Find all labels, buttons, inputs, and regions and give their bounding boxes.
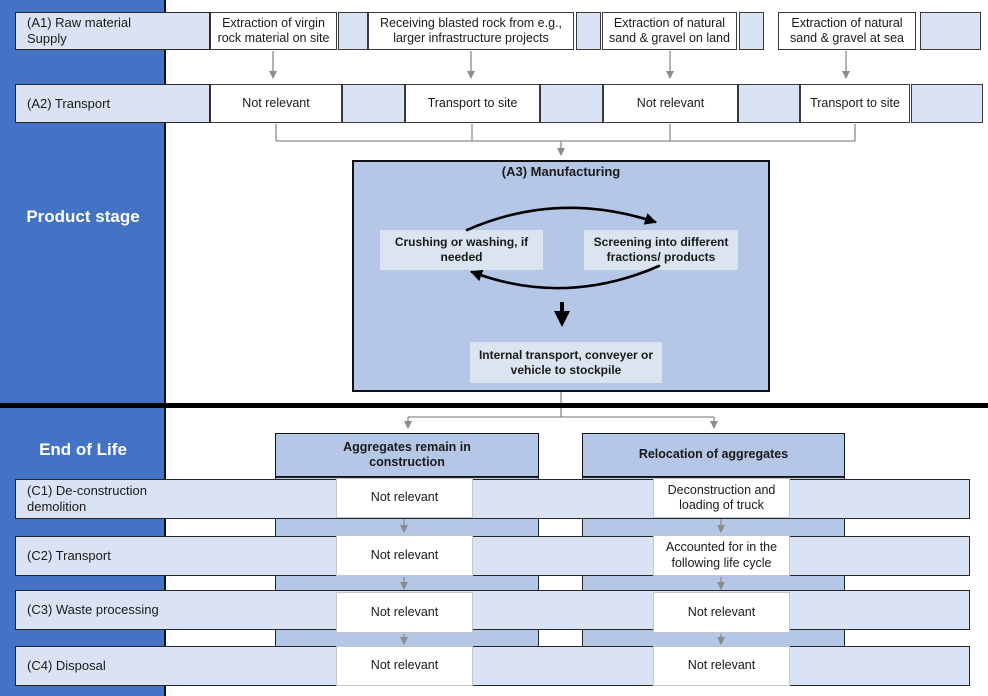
a2-label-box: (A2) Transport [15,84,210,123]
a1-cell: Extraction of natural sand & gravel on l… [602,12,737,50]
c1-right-cell: Deconstruction and loading of truck [653,478,790,518]
a2-cell: Transport to site [800,84,910,123]
a3-step-crushing: Crushing or washing, if needed [380,230,543,270]
a1-label-box: (A1) Raw material Supply [15,12,210,50]
a2-spacer [911,84,983,123]
section-divider [0,403,988,408]
a2-cell: Transport to site [405,84,540,123]
a1-cell: Receiving blasted rock from e.g., larger… [368,12,574,50]
a2-spacer [342,84,405,123]
a2-cell: Not relevant [210,84,342,123]
a2-cell: Not relevant [603,84,738,123]
a1-spacer [739,12,764,50]
c3-right-cell: Not relevant [653,592,790,633]
end-of-life-label: End of Life [39,440,127,459]
a1-cell: Extraction of virgin rock material on si… [210,12,337,50]
a1-spacer [576,12,601,50]
a3-step-screening: Screening into different fractions/ prod… [584,230,738,270]
a3-title: (A3) Manufacturing [501,164,621,180]
a1-spacer [920,12,981,50]
product-stage-label: Product stage [26,207,140,226]
a2-spacer [540,84,603,123]
a3-step-internal-transport: Internal transport, conveyer or vehicle … [470,342,662,383]
c3-row: (C3) Waste processing [15,590,970,630]
c4-left-cell: Not relevant [336,646,473,686]
a1-spacer [338,12,368,50]
branch-remain-header: Aggregates remain in construction [275,433,539,477]
a1-cell: Extraction of natural sand & gravel at s… [778,12,916,50]
c1-row: (C1) De-construction demolition [15,479,970,519]
a2-spacer [738,84,800,123]
c2-right-cell: Accounted for in the following life cycl… [653,535,790,576]
c2-row: (C2) Transport [15,536,970,576]
c3-left-cell: Not relevant [336,592,473,633]
c2-left-cell: Not relevant [336,535,473,576]
c1-left-cell: Not relevant [336,478,473,518]
branch-relocation-header: Relocation of aggregates [582,433,845,477]
c4-row: (C4) Disposal [15,646,970,686]
c4-right-cell: Not relevant [653,646,790,686]
